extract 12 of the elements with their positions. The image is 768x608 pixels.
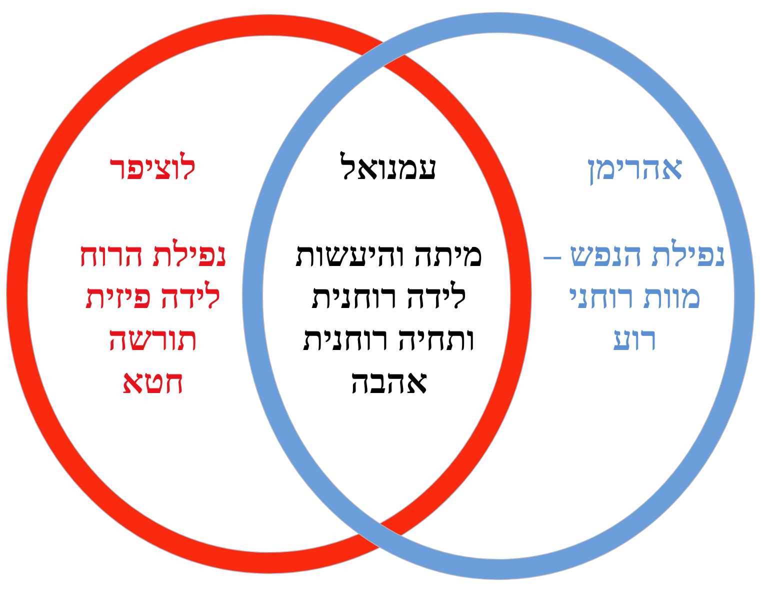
list-item: נפילת הרוח: [78, 236, 228, 276]
list-item: תורשה: [108, 320, 198, 360]
list-item: לידה רוחנית ותחיה רוחנית: [302, 278, 476, 360]
list-item: לידה פיזית: [85, 278, 221, 318]
list-item: רוע: [612, 320, 658, 360]
list-item: אהבה: [350, 362, 428, 402]
list-item: חטא: [122, 362, 184, 402]
heading: עמנואל: [340, 148, 438, 188]
heading: אהרימן: [587, 148, 683, 188]
heading: לוציפר: [110, 148, 196, 188]
list-item: מיתה והיעשות: [295, 236, 483, 276]
list-item: נפילת הנפש – מוות רוחני: [542, 236, 728, 318]
